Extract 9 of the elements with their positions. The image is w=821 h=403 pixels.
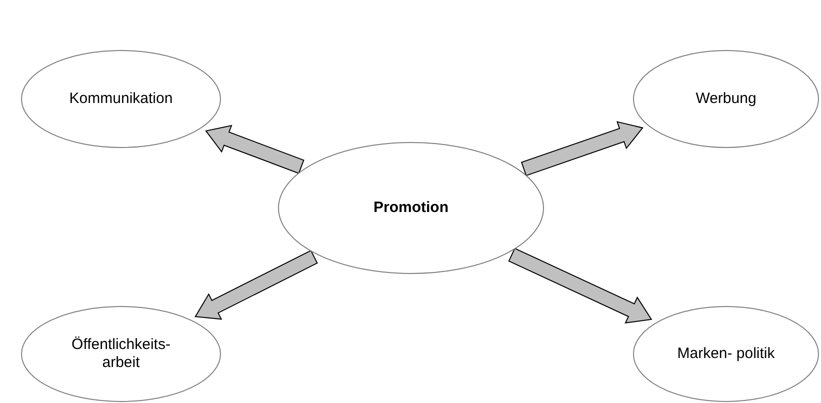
node-label: Werbung: [696, 90, 756, 108]
block-arrow: [205, 124, 304, 174]
node-label: Promotion: [374, 199, 448, 217]
block-arrow: [520, 121, 644, 176]
node-label: Öffentlichkeits- arbeit: [70, 336, 172, 372]
block-arrow: [194, 250, 318, 320]
block-arrow: [508, 248, 652, 324]
node-label: Marken- politik: [677, 345, 775, 363]
node-label: Kommunikation: [69, 90, 173, 108]
